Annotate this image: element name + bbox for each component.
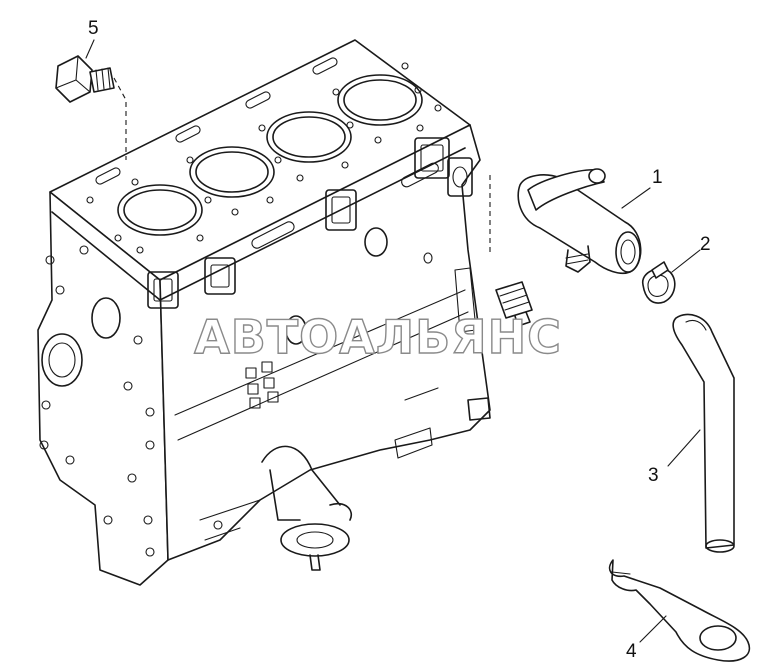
- valve-part-1: [489, 168, 642, 275]
- callout-2: 2: [700, 234, 711, 255]
- leader-lines: [85, 39, 701, 643]
- washer-part-4: [608, 559, 751, 662]
- callout-4: 4: [626, 641, 637, 662]
- callout-5: 5: [88, 18, 99, 39]
- clamp-part-2: [642, 261, 676, 304]
- callout-3: 3: [648, 465, 659, 486]
- bolt-part-5: [55, 55, 127, 160]
- callout-1: 1: [652, 167, 663, 188]
- drain-plug: [495, 281, 533, 327]
- watermark-text: АВТОАЛЬЯНС: [194, 310, 562, 364]
- engine-block: [37, 39, 491, 586]
- hose-part-3: [672, 313, 735, 553]
